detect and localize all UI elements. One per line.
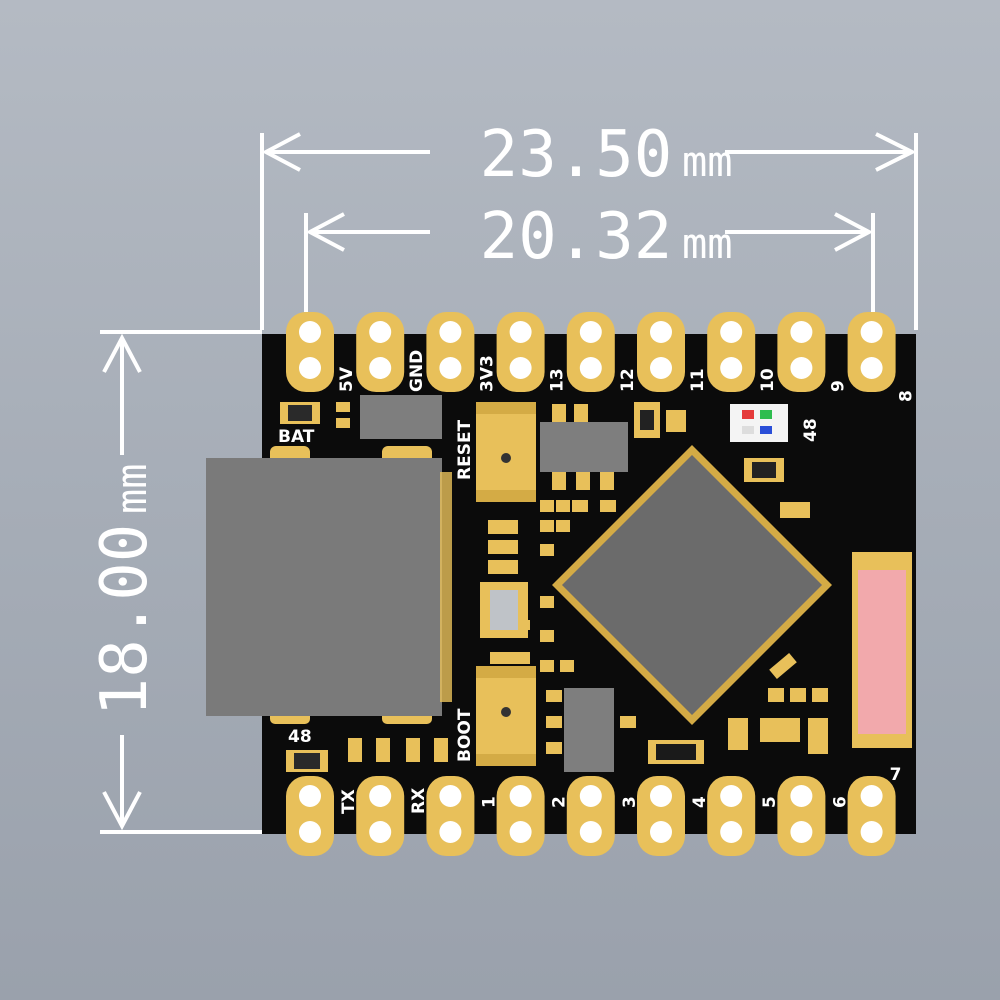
top-pin-label-6: 11 [688, 368, 708, 392]
usb-c-connector [206, 446, 452, 724]
dimension-width-pitch-value: 20.32 [480, 200, 673, 274]
bat-component: BAT [278, 402, 350, 447]
main-soc-chip [552, 445, 832, 725]
bottom-pin-label-3: 1 [479, 796, 499, 808]
top-pin-label-8: 9 [828, 380, 848, 392]
bottom-pad-8 [777, 776, 826, 856]
bottom-pin-label-6: 4 [690, 796, 710, 808]
top-pin-label-3: 3V3 [477, 355, 497, 392]
dimension-width-outer-unit: mm [682, 137, 733, 186]
dimension-height-value: 18.00 [88, 524, 162, 717]
top-pin-label-1: 5V [337, 366, 357, 392]
bottom-header-pads [286, 776, 896, 856]
dimension-width-outer-value: 23.50 [480, 118, 673, 192]
bottom-pad-4 [496, 776, 545, 856]
bottom-pad-2 [356, 776, 405, 856]
bottom-pin-label-5: 3 [620, 796, 640, 808]
passives-right [728, 653, 828, 754]
top-pad-7 [707, 312, 756, 392]
top-pin-label-9: 8 [897, 390, 917, 402]
antenna [852, 552, 912, 748]
dimension-width-pitch-unit: mm [682, 219, 733, 268]
bottom-pin-label-9: 7 [890, 765, 902, 785]
top-pin-label-7: 10 [758, 368, 778, 392]
sot-chip [540, 404, 628, 490]
bottom-pin-label-8: 6 [830, 796, 850, 808]
dimension-height-unit: mm [107, 463, 156, 514]
top-pad-1 [286, 312, 334, 392]
bottom-pin-label-1: TX [339, 789, 359, 814]
bottom-pad-1 [286, 776, 334, 856]
top-pin-label-4: 13 [548, 368, 568, 392]
top-pin-label-5: 12 [618, 368, 638, 392]
led-label: 48 [801, 418, 821, 442]
top-header-pads [286, 312, 896, 392]
ldo-chip [546, 688, 636, 772]
top-pad-9 [847, 312, 896, 392]
bottom-pin-labels: TX RX 1 2 3 4 5 6 7 [339, 765, 901, 814]
reset-label: RESET [455, 419, 475, 480]
bottom-pin-label-7: 5 [760, 796, 780, 808]
dimension-width-outer: 23.50 mm [260, 118, 918, 330]
bottom-pad-3 [426, 776, 475, 856]
top-pad-6 [637, 312, 685, 392]
regulator-chip [360, 395, 442, 439]
boot-button: BOOT [455, 666, 536, 766]
bottom-pad-5 [566, 776, 615, 856]
top-pad-8 [777, 312, 826, 392]
bottom-pin-label-4: 2 [550, 796, 570, 808]
boot-label: BOOT [455, 708, 475, 762]
bottom-pad-7 [707, 776, 756, 856]
top-pin-label-2: GND [407, 350, 427, 392]
top-pad-3 [426, 312, 475, 392]
bottom-left-components: 48 [286, 727, 448, 772]
top-pad-5 [566, 312, 615, 392]
bottom-48-label: 48 [288, 727, 312, 747]
top-pad-2 [356, 312, 405, 392]
bottom-pad-9 [847, 776, 896, 856]
dimension-height: 18.00 mm [88, 330, 262, 834]
cap-2 [666, 410, 686, 432]
dimension-width-pitch: 20.32 mm [304, 200, 875, 312]
bottom-pin-label-2: RX [409, 788, 429, 814]
top-pin-labels: 5V GND 3V3 13 12 11 10 9 8 [337, 350, 917, 402]
rgb-led: 48 [730, 404, 821, 442]
pcb-board: BAT RESET BOOT [206, 312, 917, 856]
top-pad-4 [496, 312, 545, 392]
bottom-pad-6 [637, 776, 685, 856]
crystal [480, 582, 528, 638]
bat-label: BAT [278, 427, 315, 447]
reset-button: RESET [455, 402, 536, 502]
